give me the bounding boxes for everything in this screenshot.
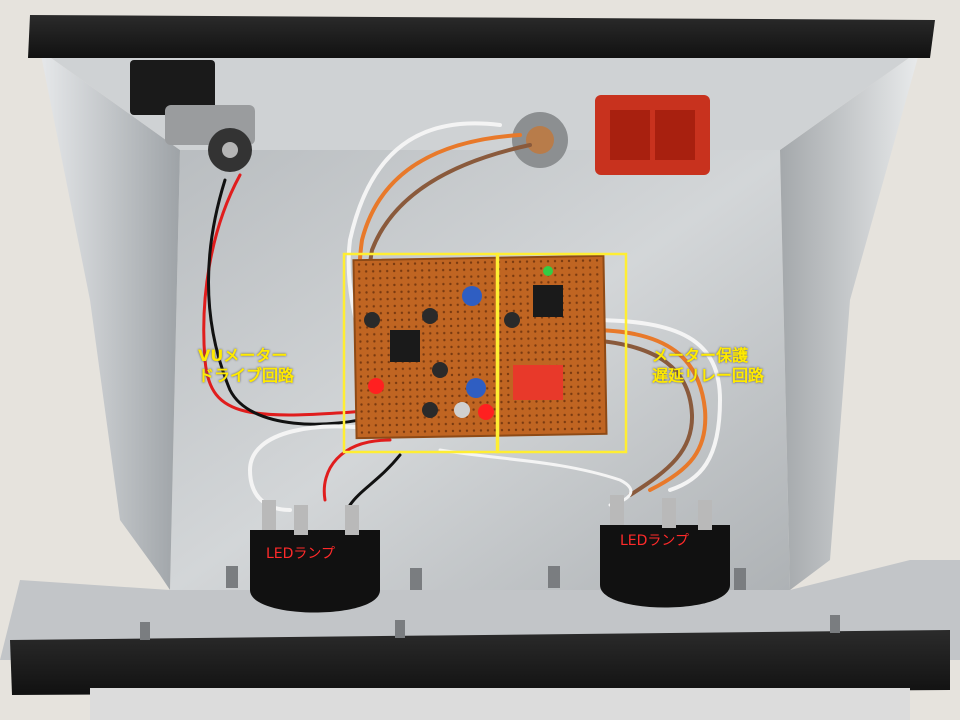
dc-jack — [130, 60, 255, 172]
label-led-lamp-left: LEDランプ — [266, 546, 336, 562]
bottom-panel — [10, 630, 950, 695]
top-panel — [28, 15, 935, 58]
label-vu-drive: VUメーター ドライブ回路 — [198, 346, 294, 386]
chassis-left-wall — [40, 50, 180, 590]
pcb-board — [352, 254, 608, 440]
label-meter-protect: メーター保護 遅延リレー回路 — [652, 346, 764, 386]
label-meter-protect-line1: メーター保護 — [652, 346, 749, 365]
highlight-meter-protect — [495, 252, 628, 454]
chassis-right-wall — [780, 50, 920, 590]
led-lamp-right — [600, 495, 730, 608]
led-lamp-left — [250, 500, 380, 613]
label-vu-drive-line2: ドライブ回路 — [198, 366, 295, 385]
label-vu-drive-line1: VUメーター — [198, 346, 288, 365]
bottom-strip — [90, 688, 910, 720]
power-switch — [595, 95, 710, 175]
label-led-lamp-right: LEDランプ — [620, 533, 690, 549]
potentiometer — [512, 112, 568, 168]
label-meter-protect-line2: 遅延リレー回路 — [652, 366, 765, 385]
bolts — [140, 566, 840, 640]
